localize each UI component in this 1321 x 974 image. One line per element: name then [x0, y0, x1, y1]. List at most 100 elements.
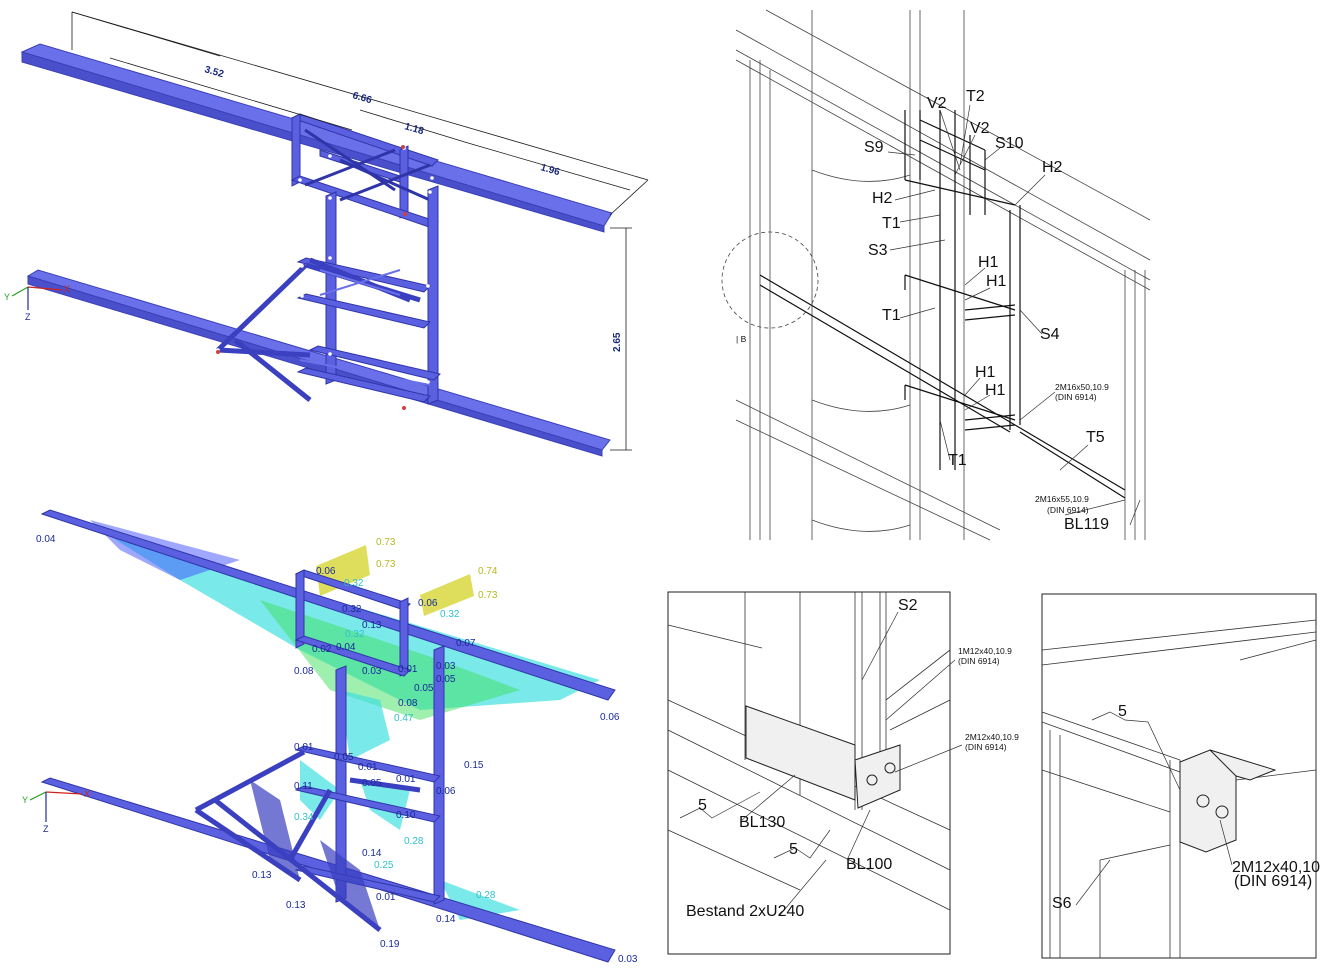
label-v2-b: V2: [970, 120, 990, 137]
axis-y-label-2: Y: [22, 795, 28, 805]
dim-1-18: 1.18: [403, 121, 425, 137]
axis-x-label-2: X: [84, 789, 90, 799]
weld-a2: 5: [789, 841, 798, 858]
result-value-label: 0.13: [252, 870, 272, 881]
result-top-beam: [40, 509, 616, 701]
label-h1-c: H1: [975, 364, 996, 381]
axis-x-label: X: [64, 284, 70, 294]
label-h2-b: H2: [872, 190, 893, 207]
bolt-spec-2: 2M16x55,10.9: [1035, 494, 1089, 504]
result-value-label: 0.03: [618, 954, 638, 965]
plate-bl100: [854, 744, 901, 809]
label-s9: S9: [864, 139, 884, 156]
result-value-label: 0.14: [436, 914, 456, 925]
result-value-label: 0.32: [344, 578, 364, 589]
dim-2-65: 2.65: [612, 332, 623, 352]
axis-y-label: Y: [4, 292, 10, 302]
result-value-label: 0.06: [600, 712, 620, 723]
result-value-label: 0.03: [436, 661, 456, 672]
upper-bracing: [304, 128, 431, 202]
detail-b: 5 S6 2M12x40,10.9 (DIN 6914): [1041, 593, 1321, 959]
result-value-label: 0.47: [394, 713, 414, 724]
weld-b: 5: [1118, 703, 1127, 720]
detail-a: S2 1M12x40,10.9 (DIN 6914) 2M12x40,10.9 …: [667, 591, 1019, 955]
result-value-label: 0.11: [294, 781, 313, 792]
result-value-label: 0.06: [316, 566, 336, 577]
model-top-view: 3.52 6.66 1.18 1.96 2.65 X Y Z: [4, 11, 649, 457]
result-value-label: 0.03: [362, 666, 382, 677]
label-s6: S6: [1052, 895, 1072, 912]
detail-iso-labels: V2 T2 V2 S9 S10 H2 H2 T1 S3 H1 H1 T1 S4 …: [736, 88, 1109, 533]
result-value-label: 0.07: [456, 638, 476, 649]
result-value-label: 0.05: [436, 674, 456, 685]
result-value-label: 0.73: [376, 559, 396, 570]
label-h1-a: H1: [978, 254, 999, 271]
bolt-spec-a2: 2M12x40,10.9: [965, 732, 1019, 742]
result-value-label: 0.73: [376, 537, 396, 548]
result-value-label: 0.06: [418, 598, 438, 609]
result-value-label: 0.01: [376, 892, 396, 903]
result-value-label: 0.32: [440, 609, 460, 620]
dimension-lines: [71, 11, 649, 451]
label-h1-b: H1: [986, 273, 1007, 290]
result-value-label: 0.05: [334, 752, 354, 763]
result-value-label: 0.02: [312, 644, 332, 655]
dim-6-66: 6.66: [351, 90, 373, 106]
axis-triad-results: X Y Z: [22, 789, 90, 834]
detail-circle-b: [721, 231, 819, 329]
result-value-label: 0.01: [398, 664, 418, 675]
dim-1-96: 1.96: [539, 162, 561, 178]
result-value-label: 0.13: [286, 900, 306, 911]
result-value-label: 0.01: [358, 762, 378, 773]
supports: [216, 145, 407, 410]
result-value-label: 0.28: [476, 890, 496, 901]
label-bl130: BL130: [739, 814, 785, 831]
label-h1-d: H1: [985, 382, 1006, 399]
weld-a1: 5: [698, 797, 707, 814]
label-bl119: BL119: [1064, 516, 1109, 533]
result-value-label: 0.08: [398, 698, 418, 709]
label-h2-a: H2: [1042, 159, 1063, 176]
result-value-label: 0.10: [396, 810, 416, 821]
top-beam: [20, 43, 613, 227]
bolt-spec-1: 2M16x50,10.9: [1055, 382, 1109, 392]
label-v2-a: V2: [927, 95, 947, 112]
result-value-label: 0.01: [294, 742, 314, 753]
result-value-label: 0.04: [336, 642, 356, 653]
result-value-label: 0.15: [464, 760, 484, 771]
load-box-right: [420, 574, 474, 616]
result-value-label: 0.19: [380, 939, 400, 950]
label-t5: T5: [1086, 429, 1105, 446]
result-value-label: 0.73: [478, 590, 498, 601]
label-bestand: Bestand 2xU240: [686, 903, 804, 920]
axis-z-label: Z: [25, 312, 31, 322]
result-value-label: 0.34: [294, 812, 314, 823]
label-s3: S3: [868, 242, 888, 259]
result-value-label: 0.32: [342, 604, 362, 615]
axis-triad-top: X Y Z: [4, 284, 70, 322]
result-value-label: 0.32: [345, 629, 365, 640]
detail-iso-drawing: [721, 9, 1151, 541]
label-b: | B: [736, 334, 747, 344]
nodes: [216, 146, 434, 404]
label-s10: S10: [995, 135, 1024, 152]
label-t1-b: T1: [882, 307, 901, 324]
result-value-label: 0.01: [396, 774, 416, 785]
din-spec-1: (DIN 6914): [1055, 392, 1097, 402]
result-value-label: 0.14: [362, 848, 382, 859]
result-value-label: 0.28: [404, 836, 424, 847]
label-t2: T2: [966, 88, 985, 105]
result-value-label: 0.06: [436, 786, 456, 797]
result-value-label: 0.13: [362, 620, 382, 631]
din-spec-2: (DIN 6914): [1047, 505, 1089, 515]
label-t1-c: T1: [948, 452, 967, 469]
bolt-spec-b: 2M12x40,10.9: [1232, 859, 1321, 876]
din-spec-a2: (DIN 6914): [965, 742, 1007, 752]
label-s4: S4: [1040, 326, 1060, 343]
dim-3-52: 3.52: [203, 64, 225, 80]
result-value-label: 0.05: [414, 683, 434, 694]
din-spec-a1: (DIN 6914): [958, 656, 1000, 666]
axis-z-label-2: Z: [43, 824, 49, 834]
